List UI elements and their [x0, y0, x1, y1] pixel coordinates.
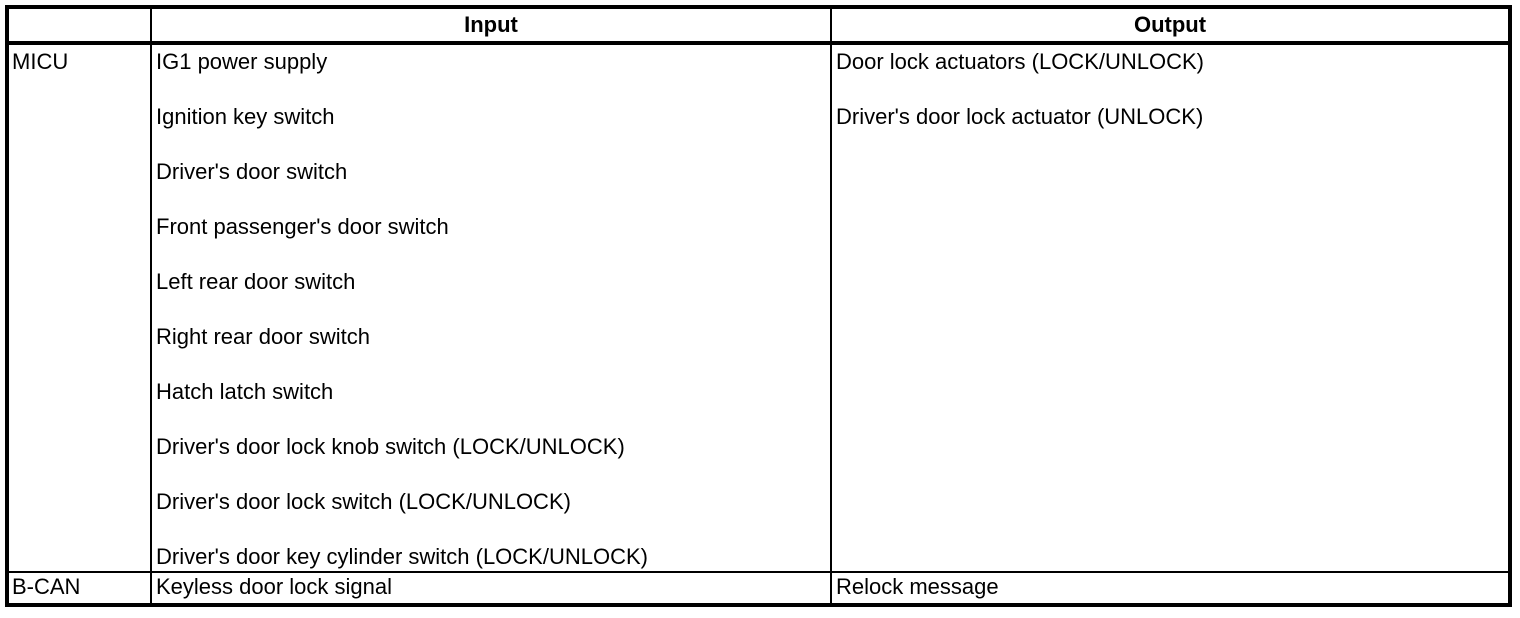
micu-outputs-cell: Door lock actuators (LOCK/UNLOCK) Driver… — [830, 42, 1511, 573]
input-item: Driver's door lock knob switch (LOCK/UNL… — [156, 434, 625, 459]
output-item: Driver's door lock actuator (UNLOCK) — [836, 104, 1204, 129]
bcan-input-cell: Keyless door lock signal — [150, 571, 832, 606]
input-item: Left rear door switch — [156, 269, 356, 294]
table-row-micu: MICU IG1 power supply Ignition key switc… — [6, 42, 1511, 573]
input-item: Driver's door lock switch (LOCK/UNLOCK) — [156, 489, 571, 514]
micu-inputs-cell: IG1 power supply Ignition key switch Dri… — [150, 42, 832, 573]
input-item: Hatch latch switch — [156, 379, 334, 404]
input-item: Driver's door switch — [156, 159, 348, 184]
input-item: IG1 power supply — [156, 49, 328, 74]
header-output-cell: Output — [830, 6, 1511, 45]
bcan-output-cell: Relock message — [830, 571, 1511, 606]
source-label-micu: MICU — [6, 42, 152, 573]
header-input-cell: Input — [150, 6, 832, 45]
output-item: Door lock actuators (LOCK/UNLOCK) — [836, 49, 1204, 74]
input-item: Front passenger's door switch — [156, 214, 449, 239]
table-row-bcan: B-CAN Keyless door lock signal Relock me… — [6, 571, 1511, 606]
input-item: Driver's door key cylinder switch (LOCK/… — [156, 544, 648, 569]
header-row: Input Output — [6, 6, 1511, 45]
input-output-table: Input Output MICU IG1 power supply Ignit… — [5, 5, 1512, 607]
header-source-cell — [6, 6, 152, 45]
input-item: Right rear door switch — [156, 324, 370, 349]
source-label-bcan: B-CAN — [6, 571, 152, 606]
input-item: Ignition key switch — [156, 104, 335, 129]
